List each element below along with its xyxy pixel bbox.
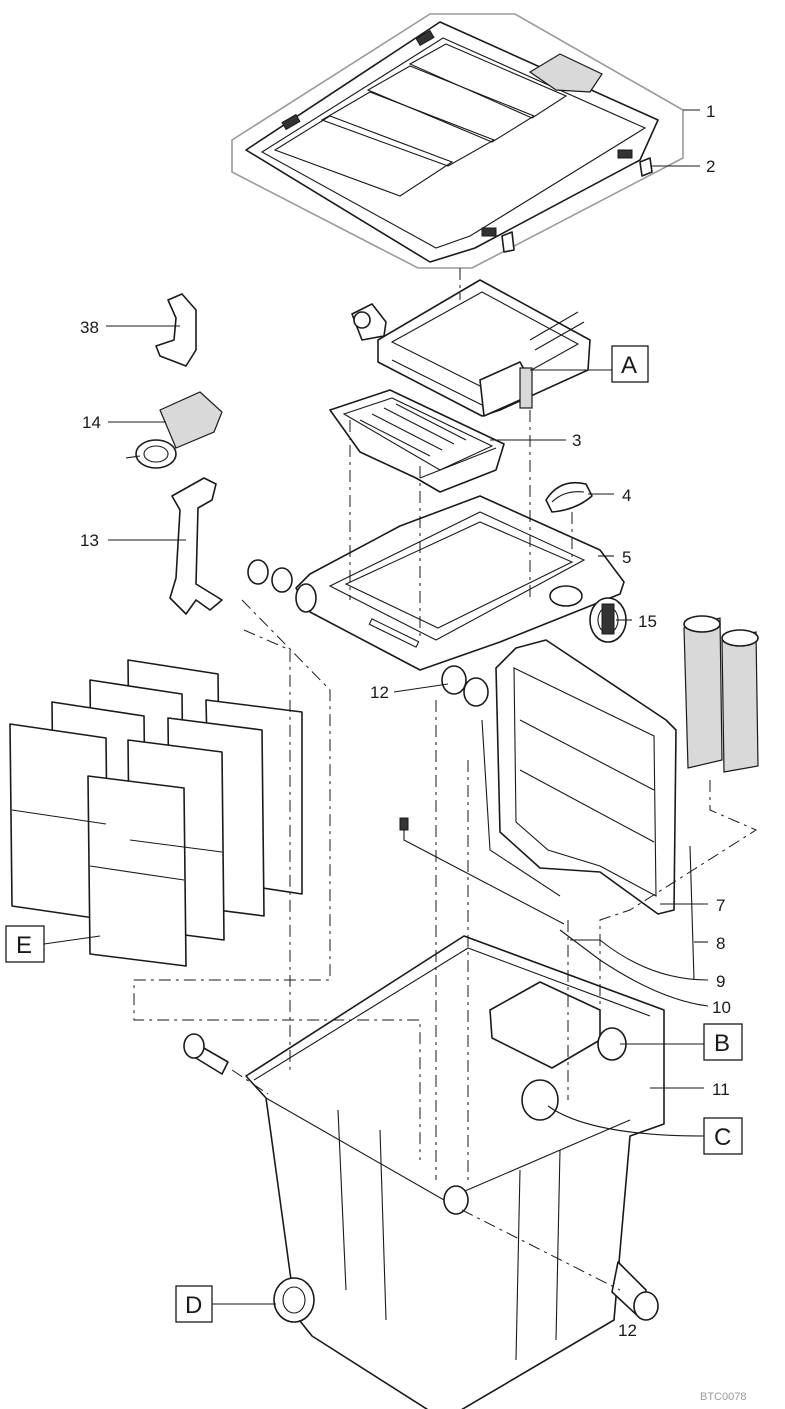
outlet-d xyxy=(273,1277,315,1323)
label-part-15: 15 xyxy=(638,612,657,631)
label-part-11: 11 xyxy=(712,1080,730,1099)
label-part-12-top: 12 xyxy=(370,683,389,702)
valve-part-15 xyxy=(589,597,627,643)
filter-sponges-e xyxy=(9,659,303,967)
label-part-5: 5 xyxy=(622,548,631,567)
label-part-7: 7 xyxy=(716,896,725,915)
label-part-3: 3 xyxy=(572,431,581,450)
seal-rings xyxy=(247,559,489,707)
pump-assembly-b xyxy=(489,981,627,1069)
tank-part-11 xyxy=(245,935,665,1409)
assembly-lines xyxy=(133,268,758,1291)
clip-part-38 xyxy=(155,293,197,367)
label-part-1: 1 xyxy=(706,102,715,121)
label-part-38: 38 xyxy=(80,318,99,337)
cap-part-4 xyxy=(545,481,593,513)
module-a xyxy=(351,279,591,417)
label-assembly-a: A xyxy=(621,352,637,379)
handle-part-13 xyxy=(169,477,223,615)
fitting-part-12 xyxy=(183,1033,659,1321)
label-assembly-d: D xyxy=(185,1292,202,1319)
label-part-14: 14 xyxy=(82,413,101,432)
drawing-code: BTC0078 xyxy=(700,1391,746,1403)
label-assembly-c: C xyxy=(714,1124,731,1151)
frame-part-5 xyxy=(295,495,625,671)
label-part-12-bottom: 12 xyxy=(618,1321,637,1340)
seal-strip-part-8 xyxy=(481,719,695,981)
label-part-13: 13 xyxy=(80,531,99,550)
assembly-letter-labels: A B C D E xyxy=(5,345,743,1323)
label-part-2: 2 xyxy=(706,157,715,176)
part-number-labels: 1 2 3 4 5 15 7 8 9 10 11 12 12 13 14 38 xyxy=(80,102,731,1340)
lid-part-1 xyxy=(231,13,684,269)
leader-lines xyxy=(43,109,709,1305)
label-part-9: 9 xyxy=(716,972,725,991)
label-assembly-e: E xyxy=(16,932,32,959)
uv-clamp-part-14 xyxy=(125,391,223,469)
cleaning-assembly-c xyxy=(521,1079,559,1121)
filter-brushes xyxy=(683,615,759,773)
label-assembly-b: B xyxy=(714,1030,730,1057)
insert-panel-part-7 xyxy=(495,639,677,915)
latch-part-2 xyxy=(501,157,653,253)
label-part-10: 10 xyxy=(712,998,731,1017)
label-part-4: 4 xyxy=(622,486,631,505)
label-part-8: 8 xyxy=(716,934,725,953)
tray-part-3 xyxy=(329,389,505,493)
